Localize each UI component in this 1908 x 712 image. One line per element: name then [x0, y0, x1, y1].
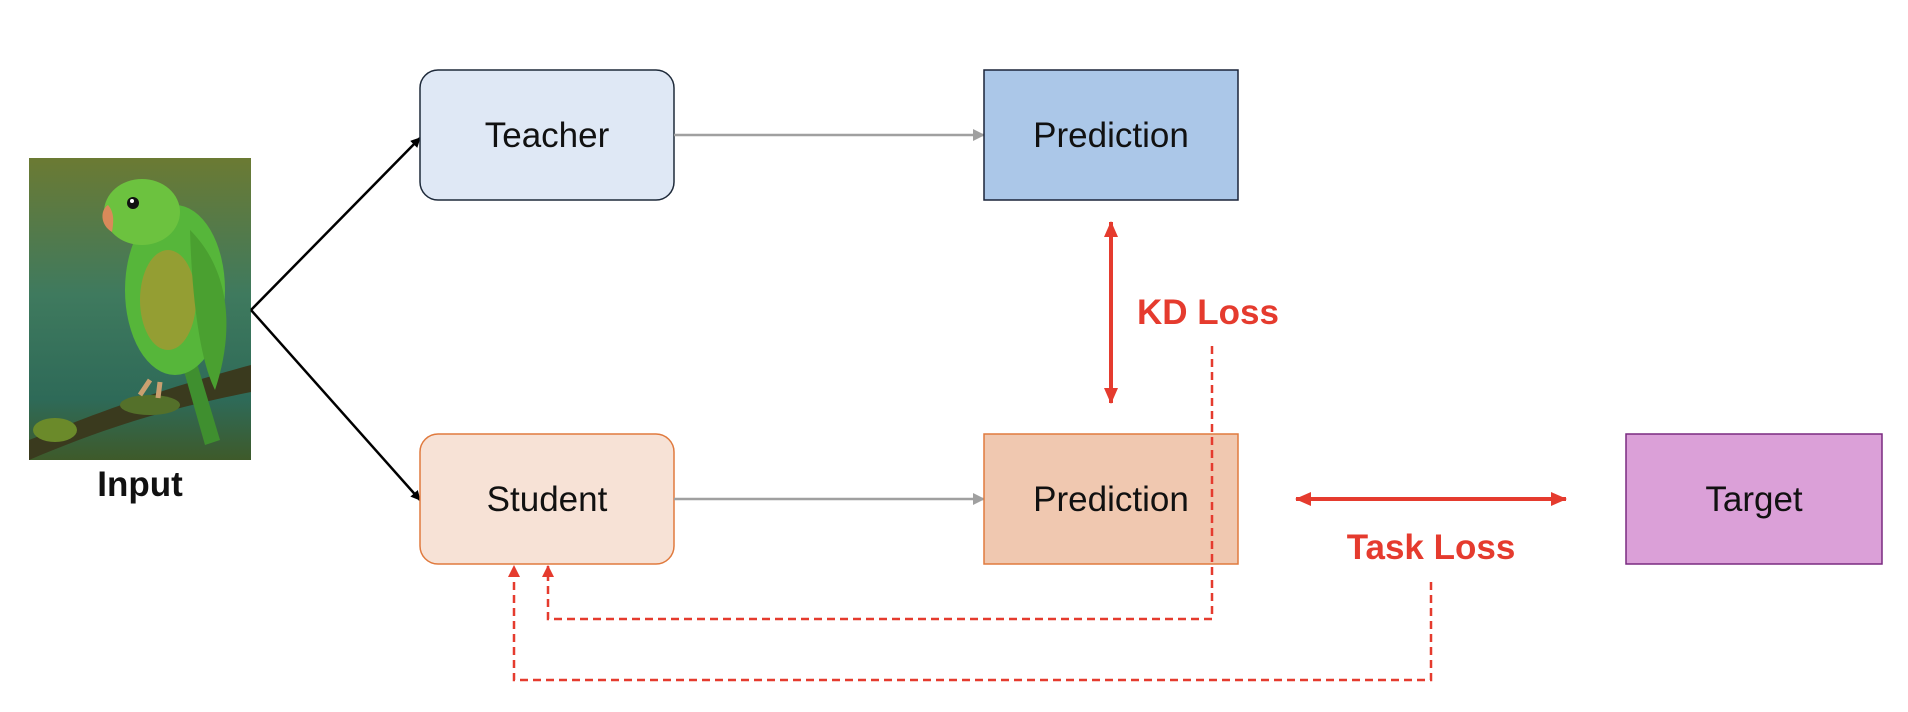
target-label: Target [1705, 480, 1803, 519]
input-image [29, 158, 251, 460]
student-label: Student [487, 480, 608, 519]
teacher-prediction-box [983, 69, 1239, 201]
task-loss-label: Task Loss [1347, 528, 1516, 567]
task-loss-feedback-path [508, 565, 1433, 682]
teacher-prediction-label: Prediction [1033, 116, 1189, 155]
kd-loss-feedback-path [542, 346, 1214, 621]
input-to-teacher-arrow [250, 137, 421, 311]
input-label: Input [97, 465, 183, 504]
student-prediction-box [983, 433, 1239, 565]
target-box [1625, 433, 1883, 565]
input-to-student-arrow [250, 309, 421, 501]
kd-loss-label: KD Loss [1137, 293, 1279, 332]
student-prediction-label: Prediction [1033, 480, 1189, 519]
teacher-label: Teacher [485, 116, 610, 155]
